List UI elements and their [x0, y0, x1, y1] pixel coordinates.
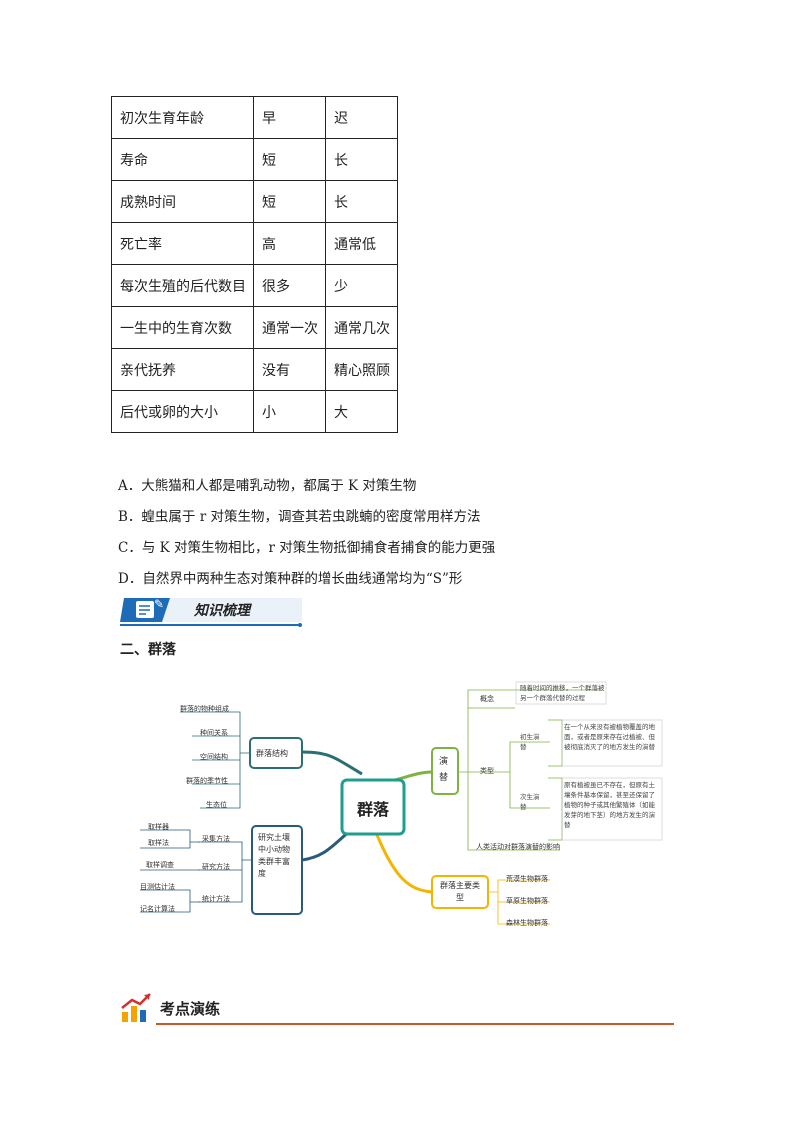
table-row: 成熟时间短长 [111, 180, 398, 223]
knowledge-banner: ✎ 知识梳理 [120, 594, 302, 628]
table-cell: 没有 [253, 348, 326, 391]
table-cell: 迟 [325, 96, 398, 139]
primary-label: 初生演替 [520, 733, 540, 751]
table-cell: 精心照顾 [325, 348, 398, 391]
primary-text: 在一个从来没有被植物覆盖的地面，或者是原来存在过植被、但被彻底消灭了的地方发生的… [564, 723, 655, 751]
table-cell: 后代或卵的大小 [111, 390, 254, 433]
table-row: 死亡率高通常低 [111, 222, 398, 265]
table-cell: 通常几次 [325, 306, 398, 349]
table-cell: 初次生育年龄 [111, 96, 254, 139]
community-mindmap: 群落 群落结构 群落的物种组成 种间关系 空间结构 群落的季节性 生态位 研究土… [130, 680, 670, 940]
table-cell: 长 [325, 138, 398, 181]
option-d: D．自然界中两种生态对策种群的增长曲线通常均为“S”形 [118, 571, 463, 587]
study-tool: 目测估计法 [140, 883, 175, 891]
table-cell: 通常低 [325, 222, 398, 265]
banner-title: 知识梳理 [194, 603, 250, 619]
table-row: 一生中的生育次数通常一次通常几次 [111, 306, 398, 349]
type-item: 森林生物群落 [506, 919, 548, 927]
strategy-table: 初次生育年龄早迟寿命短长成熟时间短长死亡率高通常低每次生殖的后代数目很多少一生中… [111, 96, 398, 433]
human-impact: 人类活动对群落演替的影响 [476, 843, 560, 851]
study-tool: 取样法 [148, 839, 169, 847]
study-method: 采集方法 [202, 835, 230, 843]
table-cell: 一生中的生育次数 [111, 306, 254, 349]
option-c: C．与 K 对策生物相比，r 对策生物抵御捕食者捕食的能力更强 [118, 540, 496, 556]
table-cell: 早 [253, 96, 326, 139]
study-method: 研究方法 [202, 863, 230, 871]
concept-text: 随着时间的推移，一个群落被另一个群落代替的过程 [520, 684, 605, 702]
table-row: 初次生育年龄早迟 [111, 96, 398, 139]
table-cell: 短 [253, 180, 326, 223]
structure-item: 群落的季节性 [186, 777, 228, 785]
study-tool: 取样器 [148, 823, 169, 831]
chart-icon [121, 993, 151, 1022]
table-cell: 寿命 [111, 138, 254, 181]
type-item: 荒漠生物群落 [506, 875, 548, 883]
study-method: 统计方法 [202, 895, 230, 903]
table-cell: 短 [253, 138, 326, 181]
structure-node: 群落结构 [256, 749, 288, 758]
table-cell: 高 [253, 222, 326, 265]
types-node: 群落主要类型 [440, 881, 480, 902]
table-cell: 大 [325, 390, 398, 433]
table-cell: 每次生殖的后代数目 [111, 264, 254, 307]
concept-label: 概念 [480, 695, 494, 703]
structure-item: 空间结构 [200, 753, 228, 761]
type-item: 草原生物群落 [506, 897, 548, 905]
succession-node: 演替 [439, 757, 449, 783]
study-tool: 记名计算法 [140, 905, 175, 913]
table-cell: 很多 [253, 264, 326, 307]
structure-item: 生态位 [206, 801, 227, 809]
structure-item: 群落的物种组成 [180, 705, 229, 713]
option-a: A．大熊猫和人都是哺乳动物，都属于 K 对策生物 [118, 478, 417, 494]
table-cell: 死亡率 [111, 222, 254, 265]
table-cell: 成熟时间 [111, 180, 254, 223]
table-cell: 通常一次 [253, 306, 326, 349]
study-tool: 取样调查 [146, 861, 174, 869]
table-row: 亲代抚养没有精心照顾 [111, 348, 398, 391]
table-row: 后代或卵的大小小大 [111, 390, 398, 433]
table-row: 寿命短长 [111, 138, 398, 181]
secondary-label: 次生演替 [520, 793, 540, 811]
table-row: 每次生殖的后代数目很多少 [111, 264, 398, 307]
exercise-banner: 考点演练 [120, 990, 674, 1026]
exercise-title: 考点演练 [160, 1000, 221, 1018]
table-cell: 少 [325, 264, 398, 307]
secondary-text: 原有植被虽已不存在，但原有土壤条件基本保留，甚至还保留了植物的种子或其他繁殖体（… [564, 781, 655, 829]
type-label: 类型 [480, 767, 494, 775]
table-cell: 长 [325, 180, 398, 223]
table-cell: 亲代抚养 [111, 348, 254, 391]
section-title: 二、群落 [120, 642, 176, 658]
mindmap-center: 群落 [356, 800, 389, 819]
option-b: B．蝗虫属于 r 对策生物，调查其若虫跳蝻的密度常用样方法 [118, 509, 481, 525]
study-node: 研究土壤中小动物类群丰富度 [258, 833, 290, 878]
structure-item: 种间关系 [200, 729, 228, 737]
table-cell: 小 [253, 390, 326, 433]
pencil-icon: ✎ [154, 597, 165, 611]
